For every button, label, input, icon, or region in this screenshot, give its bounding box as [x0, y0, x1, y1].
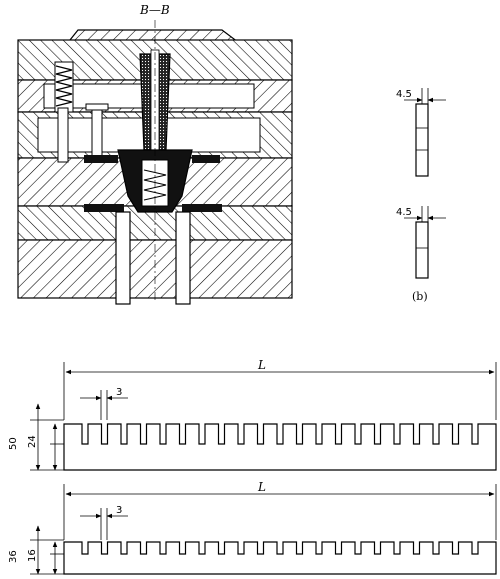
dim-top-label: 4.5: [396, 89, 412, 100]
detail-b: 4.5 4.5 (b): [396, 88, 446, 303]
left-pin-2-head: [85, 103, 109, 111]
core-spring: [143, 169, 167, 201]
section-label: B—B: [139, 3, 170, 17]
length-label: L: [257, 480, 266, 494]
slot-width-label: 3: [116, 387, 122, 398]
strip-long: L 3 50 24: [8, 358, 497, 471]
height-label: 50: [8, 437, 19, 450]
depth-label: 16: [27, 549, 38, 562]
dim-bottom-label: 4.5: [396, 207, 412, 218]
strip-body: [63, 423, 497, 471]
gasket-left-upper: [84, 155, 118, 163]
strip-short: L 3 36 16: [8, 480, 497, 575]
gasket-left-lower: [84, 204, 124, 212]
ejector-pin-left: [115, 211, 131, 305]
depth-label: 24: [27, 435, 38, 448]
left-pin-2: [91, 107, 103, 163]
spring: [55, 65, 73, 107]
blade-top: [415, 103, 429, 177]
length-label: L: [257, 358, 266, 372]
height-label: 36: [8, 550, 19, 563]
gasket-right-lower: [182, 204, 222, 212]
left-pin-1: [57, 107, 69, 163]
gasket-right-upper: [192, 155, 220, 163]
strip-body: [63, 541, 497, 575]
detail-caption: (b): [412, 290, 428, 303]
slot-width-label: 3: [116, 505, 122, 516]
section-view: B—B: [17, 3, 293, 305]
ejector-pin-right: [175, 211, 191, 305]
blade-bottom: [415, 221, 429, 279]
